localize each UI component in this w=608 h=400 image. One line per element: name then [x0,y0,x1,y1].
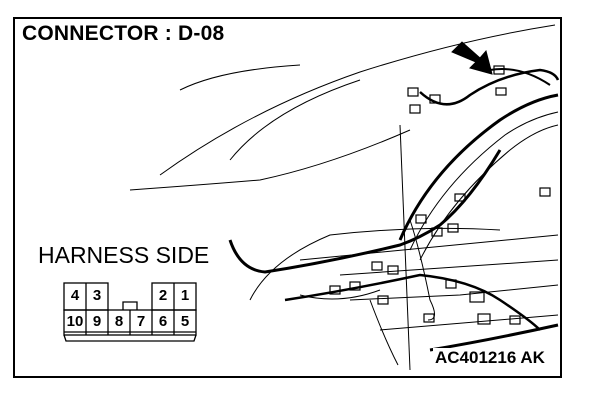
pin-3: 3 [92,287,102,304]
pin-1: 1 [180,287,190,304]
pin-5: 5 [180,313,190,330]
diagram-frame [13,17,562,378]
pin-6: 6 [158,313,168,330]
pin-7: 7 [136,313,146,330]
pin-2: 2 [158,287,168,304]
location-arrow [451,41,493,75]
pin-4: 4 [70,287,80,304]
connector-face [63,282,197,342]
figure-code: AC401216 AK [433,348,547,368]
harness-side-label: HARNESS SIDE [38,242,210,268]
connector-title: CONNECTOR : D-08 [22,22,225,45]
pin-9: 9 [92,313,102,330]
pin-8: 8 [114,313,124,330]
pin-10: 10 [66,313,84,330]
